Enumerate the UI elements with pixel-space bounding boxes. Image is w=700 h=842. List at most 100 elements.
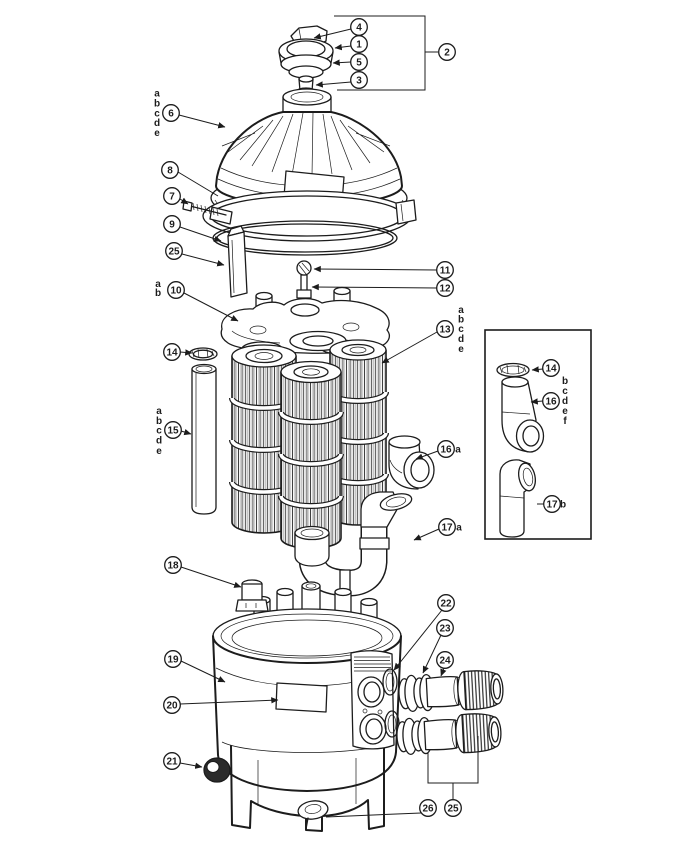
callout-15: 15 xyxy=(164,421,192,439)
svg-text:e: e xyxy=(156,446,162,457)
callout-23: 23 xyxy=(422,619,454,674)
svg-text:24: 24 xyxy=(439,656,451,667)
svg-text:a: a xyxy=(155,279,161,290)
svg-text:6: 6 xyxy=(168,109,174,120)
svg-text:25: 25 xyxy=(168,247,180,258)
port-boss-drawing xyxy=(350,650,395,750)
svg-text:d: d xyxy=(156,436,162,447)
svg-text:a: a xyxy=(456,523,462,534)
svg-text:19: 19 xyxy=(167,655,179,666)
callout-25-plate: 25 xyxy=(165,242,225,267)
svg-text:a: a xyxy=(458,305,464,316)
svg-text:d: d xyxy=(458,334,464,345)
svg-text:e: e xyxy=(154,128,160,139)
callout-14-inset: 14 xyxy=(531,359,560,377)
svg-text:b: b xyxy=(458,315,464,326)
svg-text:20: 20 xyxy=(166,701,178,712)
svg-text:18: 18 xyxy=(167,561,179,572)
svg-text:12: 12 xyxy=(439,284,451,295)
svg-text:c: c xyxy=(458,324,464,335)
callout-7: 7 xyxy=(163,187,189,205)
callout-11: 11 xyxy=(313,261,454,279)
group-bracket-25 xyxy=(427,736,479,799)
svg-text:3: 3 xyxy=(356,76,362,87)
svg-text:b: b xyxy=(562,376,568,387)
cartridge-variant-letters: a b c d e xyxy=(458,305,464,355)
callout-10: 10 xyxy=(167,281,239,322)
group-bracket-2 xyxy=(334,15,426,91)
svg-text:e: e xyxy=(458,344,464,355)
callout-6: 6 xyxy=(162,104,226,129)
svg-text:a: a xyxy=(156,406,162,417)
svg-text:1: 1 xyxy=(356,40,362,51)
standpipe-drawing xyxy=(191,363,217,515)
svg-text:17: 17 xyxy=(546,500,558,511)
inset-box xyxy=(484,329,592,540)
svg-text:17: 17 xyxy=(441,523,453,534)
air-relief-valve-drawing xyxy=(278,25,334,97)
callout-14-left: 14 xyxy=(163,343,193,361)
svg-text:2: 2 xyxy=(444,48,450,59)
svg-text:c: c xyxy=(154,109,160,120)
svg-text:b: b xyxy=(155,288,161,299)
svg-text:4: 4 xyxy=(356,23,362,34)
svg-text:22: 22 xyxy=(440,599,452,610)
callout-16-inset: 16 xyxy=(530,392,560,410)
svg-text:16: 16 xyxy=(545,397,557,408)
svg-text:a: a xyxy=(455,445,461,456)
svg-text:d: d xyxy=(562,396,568,407)
callout-13: 13 xyxy=(381,320,454,364)
svg-text:9: 9 xyxy=(169,220,175,231)
svg-text:8: 8 xyxy=(167,166,173,177)
svg-text:15: 15 xyxy=(167,426,179,437)
callout-5: 5 xyxy=(332,53,368,71)
bulkhead-fitting-lower-drawing xyxy=(395,711,503,757)
svg-text:11: 11 xyxy=(440,266,451,277)
callout-1: 1 xyxy=(334,35,368,53)
svg-text:5: 5 xyxy=(356,58,362,69)
callout-22: 22 xyxy=(393,594,455,671)
svg-text:14: 14 xyxy=(166,348,178,359)
outlet-elbow-drawing xyxy=(388,435,435,490)
standpipe-oring-drawing xyxy=(188,347,218,361)
bottom-drain-drawing xyxy=(297,800,329,830)
svg-text:25: 25 xyxy=(447,804,459,815)
svg-text:26: 26 xyxy=(422,804,434,815)
callout-19: 19 xyxy=(164,650,226,683)
svg-text:b: b xyxy=(156,416,162,427)
mount-plate-drawing xyxy=(227,225,248,298)
drain-plug-drawing xyxy=(203,757,231,783)
svg-text:b: b xyxy=(560,500,566,511)
svg-text:10: 10 xyxy=(170,286,182,297)
callout-8: 8 xyxy=(161,161,219,197)
svg-text:a: a xyxy=(154,89,160,100)
svg-text:b: b xyxy=(154,99,160,110)
svg-text:13: 13 xyxy=(439,325,451,336)
callout-21: 21 xyxy=(163,752,203,770)
svg-text:d: d xyxy=(154,118,160,129)
lid-variant-letters: a b c d e xyxy=(154,89,160,140)
inset-union-variant-letters: b c d e f xyxy=(562,376,568,427)
bulkhead-fitting-upper-drawing xyxy=(397,668,505,714)
svg-text:14: 14 xyxy=(545,364,557,375)
svg-text:16: 16 xyxy=(440,445,452,456)
callout-20: 20 xyxy=(163,696,279,714)
callout-2: 2 xyxy=(438,43,456,61)
callout-12: 12 xyxy=(311,279,454,297)
bulkhead-fitting-inner-drawing xyxy=(235,579,269,612)
svg-text:f: f xyxy=(563,416,567,427)
callout-9: 9 xyxy=(163,215,222,242)
callout-16a: 16 a xyxy=(415,440,461,460)
svg-text:21: 21 xyxy=(166,757,178,768)
callout-24: 24 xyxy=(436,651,454,677)
callout-17a: 17 a xyxy=(413,518,462,541)
standpipe-variant-letters: a b c d e xyxy=(156,406,162,457)
callout-3: 3 xyxy=(315,71,368,89)
callout-26: 26 xyxy=(325,799,437,818)
svg-text:23: 23 xyxy=(439,624,451,635)
callout-17b-inset: 17 b xyxy=(537,495,566,513)
manifold-variant-letters: a b xyxy=(155,279,161,299)
pipe-assembly-drawing xyxy=(294,491,413,597)
